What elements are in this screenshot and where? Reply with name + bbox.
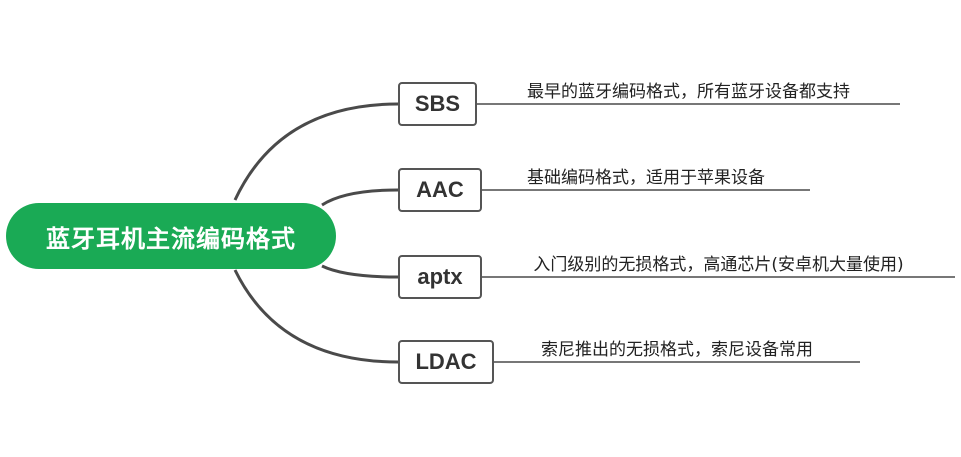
- connector-aac: [321, 188, 399, 207]
- branch-label-sbs: SBS: [414, 91, 461, 116]
- branch-description-aptx: 入门级别的无损格式，高通芯片(安卓机大量使用): [482, 251, 955, 275]
- branch-description-sbs: 最早的蓝牙编码格式，所有蓝牙设备都支持: [477, 78, 900, 102]
- branch-node-aac: AAC: [398, 168, 482, 212]
- connector-sbs: [233, 102, 399, 201]
- branch-description-text-ldac: 索尼推出的无损格式，索尼设备常用: [541, 340, 813, 360]
- branch-description-text-aac: 基础编码格式，适用于苹果设备: [527, 168, 765, 188]
- branch-description-ldac: 索尼推出的无损格式，索尼设备常用: [494, 336, 860, 360]
- branch-label-aptx: aptx: [417, 264, 463, 289]
- branch-node-ldac: LDAC: [398, 340, 494, 384]
- connector-ldac: [233, 269, 399, 364]
- branch-description-text-aptx: 入门级别的无损格式，高通芯片(安卓机大量使用): [533, 255, 904, 275]
- branch-node-sbs: SBS: [398, 82, 477, 126]
- branch-description-aac: 基础编码格式，适用于苹果设备: [482, 164, 810, 188]
- root-topic-label: 蓝牙耳机主流编码格式: [46, 224, 296, 253]
- branch-label-aac: AAC: [416, 177, 464, 202]
- connector-aptx: [321, 264, 399, 279]
- branch-label-ldac: LDAC: [415, 349, 477, 374]
- branch-description-text-sbs: 最早的蓝牙编码格式，所有蓝牙设备都支持: [527, 82, 850, 102]
- root-topic: 蓝牙耳机主流编码格式: [6, 203, 336, 269]
- branch-node-aptx: aptx: [398, 255, 482, 299]
